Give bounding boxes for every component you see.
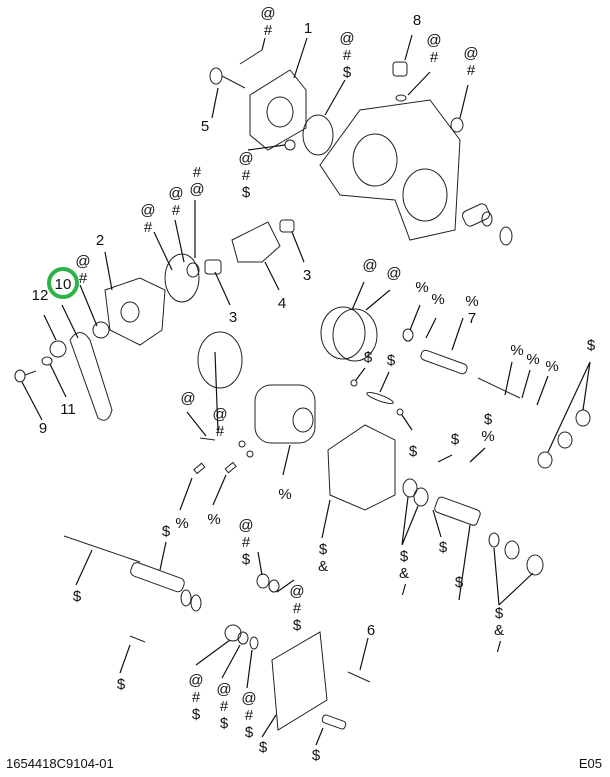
callout: @#$ xyxy=(188,672,203,723)
screw xyxy=(321,714,347,730)
o-ring xyxy=(302,114,334,156)
callout: $& xyxy=(318,541,328,575)
spring-7 xyxy=(420,349,468,375)
callout-2: 2 xyxy=(96,232,104,249)
callout: % xyxy=(415,279,428,296)
valve-body xyxy=(327,424,396,511)
washer xyxy=(284,139,296,151)
callout: @ xyxy=(180,390,195,407)
parts xyxy=(14,49,591,731)
callout-6: 6 xyxy=(367,622,375,639)
callout-9: 9 xyxy=(39,420,47,437)
fitting xyxy=(461,203,493,227)
callout-labels: @# 1 @#$ 8 @# @# 5 @#$ #@ @# @# 2 3 4 3 … xyxy=(32,5,596,764)
cover-plate-1 xyxy=(249,69,307,151)
o-ring xyxy=(164,253,200,303)
callout: % xyxy=(431,291,444,308)
callout: @#$ xyxy=(339,30,354,81)
lever-10 xyxy=(69,332,113,421)
callout: % xyxy=(526,351,539,368)
callout: % xyxy=(278,486,291,503)
callout: $ xyxy=(162,523,171,540)
gasket xyxy=(197,331,243,389)
bushing-3 xyxy=(279,219,295,233)
pump-housing xyxy=(319,99,461,241)
plug xyxy=(402,328,414,342)
end-plate xyxy=(271,631,328,731)
pin xyxy=(199,437,216,441)
callout: @#$ xyxy=(238,150,253,201)
bearing xyxy=(92,321,110,339)
callout-3: 3 xyxy=(303,267,311,284)
callout: $ xyxy=(117,676,126,693)
callout: $ xyxy=(259,739,268,756)
callout: % xyxy=(207,511,220,528)
pin-6 xyxy=(347,671,371,683)
callout: $ xyxy=(409,443,418,460)
callout: @#$ xyxy=(238,517,253,568)
callout: $ xyxy=(451,431,460,448)
callout: @# xyxy=(212,406,227,440)
washer xyxy=(499,226,513,246)
drive-gear-4 xyxy=(231,221,281,263)
callout: $ xyxy=(73,588,82,605)
callout-5: 5 xyxy=(201,118,209,135)
callout: @# xyxy=(260,5,275,39)
callout-8: 8 xyxy=(413,12,421,29)
seal xyxy=(320,306,366,360)
callout: @ xyxy=(386,265,401,282)
clip-11 xyxy=(41,356,53,366)
callout: @#$ xyxy=(216,681,231,732)
page-code: E05 xyxy=(578,756,602,771)
bolt-5 xyxy=(209,67,246,89)
callout-7: %7 xyxy=(465,293,478,327)
callout-12: 12 xyxy=(32,287,49,304)
callout: @#$ xyxy=(289,583,304,634)
callout: % xyxy=(175,515,188,532)
callout: @# xyxy=(426,32,441,66)
callout: $ xyxy=(455,574,464,591)
washer-12 xyxy=(49,340,67,358)
pin xyxy=(239,49,263,65)
callout: $ xyxy=(387,352,396,369)
callout: @# xyxy=(75,253,90,287)
long-rod xyxy=(63,535,141,563)
callout-1: 1 xyxy=(304,20,312,37)
callout: @# xyxy=(168,185,183,219)
highlight-circle xyxy=(47,267,79,299)
plug-8 xyxy=(392,61,408,77)
bushing-3 xyxy=(204,259,222,275)
leader-lines xyxy=(21,34,591,746)
bolt-9 xyxy=(14,369,37,383)
callout-3: 3 xyxy=(229,309,237,326)
valve-spool xyxy=(130,562,185,593)
callout: @ xyxy=(362,257,377,274)
flange-2 xyxy=(104,277,166,346)
bolt xyxy=(434,496,481,526)
pin xyxy=(129,635,146,643)
callout: $ xyxy=(439,539,448,556)
callout: @# xyxy=(463,45,478,79)
drawing-id: 1654418C9104-01 xyxy=(6,756,114,771)
callout: @# xyxy=(140,202,155,236)
callout: $&/ xyxy=(494,605,504,656)
callout: % xyxy=(510,342,523,359)
callout: $% xyxy=(481,411,494,445)
callout: $&/ xyxy=(399,548,409,599)
callout: % xyxy=(545,358,558,375)
callout: $ xyxy=(364,349,373,366)
callout-10[interactable]: 10 xyxy=(55,276,72,293)
callout-4: 4 xyxy=(278,295,286,312)
callout: @#$ xyxy=(241,690,256,741)
seal xyxy=(450,117,464,133)
piston xyxy=(254,384,316,444)
callout: $ xyxy=(587,337,596,354)
callout: #@ xyxy=(189,164,204,198)
callout: $ xyxy=(312,747,321,764)
callout-11: 11 xyxy=(60,401,76,418)
rod xyxy=(477,377,521,399)
